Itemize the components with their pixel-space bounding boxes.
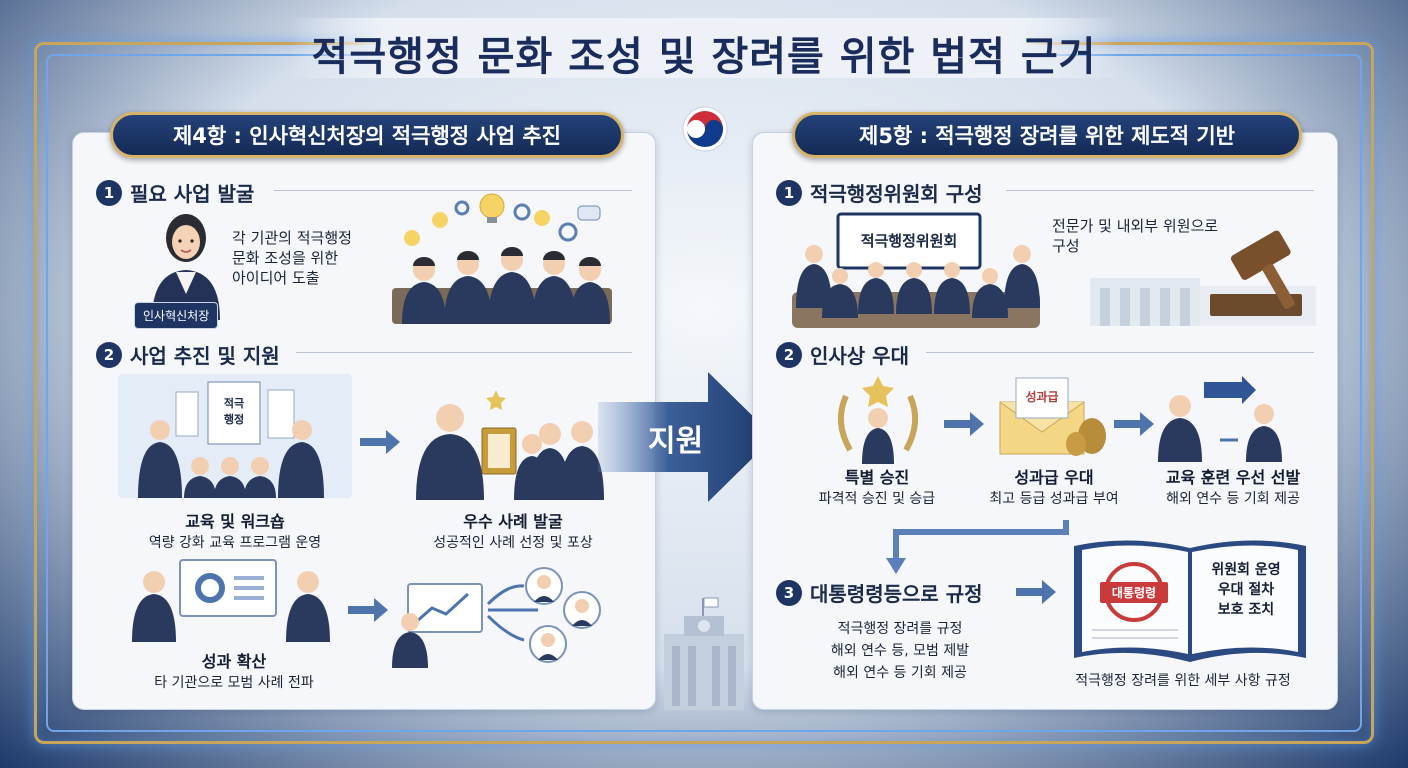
item-title-promotion: 특별 승진 (844, 468, 910, 487)
minister-tag: 인사혁신처장 (134, 302, 219, 329)
section-number: 1 (776, 179, 802, 206)
regulation-book-illustration: 대통령령 위원회 운영 우대 절차 보호 조치 (1070, 534, 1310, 666)
korea-emblem-icon (682, 106, 728, 152)
item-title-education: 교육 및 워크숍 (185, 512, 285, 531)
presentation-illustration (132, 559, 330, 642)
item-desc-spread: 타 기관으로 모범 사례 전파 (154, 675, 314, 691)
item-desc-training: 해외 연수 등 기회 제공 (1166, 491, 1300, 507)
section-title: 사업 추진 및 지원 (130, 344, 280, 368)
support-arrow-icon (598, 372, 774, 502)
idea-meeting-illustration (392, 193, 612, 324)
award-illustration (416, 390, 604, 500)
book-caption: 적극행정 장려를 위한 세부 사항 규정 (1075, 673, 1291, 689)
section-number: 2 (776, 341, 802, 368)
section-title: 인사상 우대 (810, 344, 909, 368)
sec3-desc-line2: 해외 연수 등, 모범 제발 (830, 643, 970, 659)
item-desc-best-case: 성공적인 사례 선정 및 포상 (433, 535, 593, 551)
workshop-banner-text-2: 행정 (223, 413, 245, 426)
right-section-3-header: 3 대통령령등으로 규정 (776, 578, 983, 607)
arrow-right-icon (360, 430, 400, 454)
left-section-2-header: 2 사업 추진 및 지원 (96, 340, 280, 369)
arrow-right-icon (348, 598, 388, 622)
title-background (290, 18, 1118, 78)
section-title: 대통령령등으로 규정 (810, 582, 983, 606)
section-divider (926, 352, 1314, 353)
arrow-right-icon (1114, 412, 1154, 436)
training-illustration (1158, 376, 1282, 462)
section-title: 적극행정위원회 구성 (810, 182, 983, 206)
page-title: 적극행정 문화 조성 및 장려를 위한 법적 근거 (311, 34, 1097, 80)
left-section-1-header: 1 필요 사업 발굴 (96, 178, 254, 207)
section-divider (274, 190, 632, 191)
committee-board-text: 적극행정위원회 (860, 232, 958, 250)
book-line-2: 우대 절차 (1217, 582, 1275, 598)
decree-stamp: 대통령령 (1100, 582, 1168, 603)
spread-illustration (392, 567, 601, 668)
right-section-1-header: 1 적극행정위원회 구성 (776, 178, 983, 207)
section-divider (296, 352, 632, 353)
right-header-pill: 제5항 : 적극행정 장려를 위한 제도적 기반 (792, 112, 1302, 158)
right-section-2-header: 2 인사상 우대 (776, 340, 909, 369)
item-title-spread: 성과 확산 (201, 652, 267, 671)
return-arrow-icon (886, 520, 1069, 574)
committee-desc-line1: 전문가 및 내외부 위원으로 (1052, 217, 1219, 235)
sec3-desc-line1: 적극행정 장려를 규정 (837, 621, 963, 637)
workshop-banner-text-1: 적극 (223, 397, 245, 410)
item-title-training: 교육 훈련 우선 선발 (1165, 468, 1301, 487)
section-number: 1 (96, 179, 122, 206)
item-desc-promotion: 파격적 승진 및 승급 (818, 491, 936, 507)
arrow-right-icon (1016, 580, 1056, 604)
sec3-desc-line3: 해외 연수 등 기회 제공 (833, 665, 967, 681)
section-divider (1006, 190, 1314, 191)
sec1-desc-line3: 아이디어 도출 (232, 269, 320, 287)
sec1-desc-line1: 각 기관의 적극행정 (232, 229, 352, 247)
book-line-1: 위원회 운영 (1211, 562, 1281, 578)
section-number: 2 (96, 341, 122, 368)
committee-desc-line2: 구성 (1052, 237, 1080, 255)
section-title: 필요 사업 발굴 (130, 182, 255, 206)
sec1-desc-line2: 문화 조성을 위한 (232, 249, 339, 267)
item-desc-education: 역량 강화 교육 프로그램 운영 (148, 535, 322, 551)
workshop-illustration: 적극 행정 (118, 374, 352, 498)
bonus-envelope-illustration: 성과급 (996, 374, 1108, 458)
left-header-pill: 제4항 : 인사혁신처장의 적극행정 사업 추진 (110, 112, 624, 158)
book-line-3: 보호 조치 (1217, 602, 1275, 618)
government-building-icon (664, 597, 744, 710)
arrow-right-icon (944, 412, 984, 436)
promotion-illustration (837, 376, 919, 464)
item-desc-bonus: 최고 등급 성과급 부여 (989, 491, 1119, 507)
item-title-bonus: 성과급 우대 (1014, 468, 1094, 487)
section-number: 3 (776, 579, 802, 606)
envelope-text: 성과급 (1025, 390, 1059, 404)
committee-illustration: 적극행정위원회 (792, 208, 1040, 328)
item-title-best-case: 우수 사례 발굴 (463, 512, 563, 531)
gavel-illustration (1090, 230, 1316, 326)
support-arrow-label: 지원 (648, 424, 704, 459)
